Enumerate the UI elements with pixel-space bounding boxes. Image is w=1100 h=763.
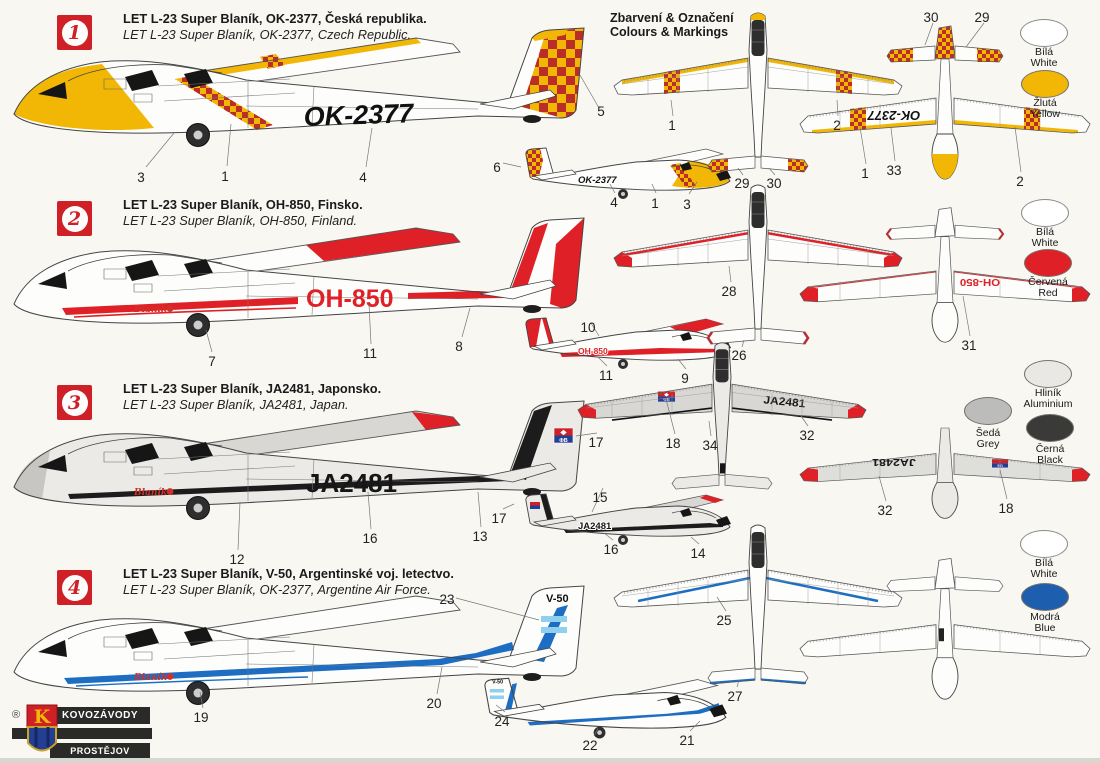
- side-profile-scheme-1: OK-2377: [13, 27, 585, 147]
- registration-text: V-50: [546, 593, 569, 605]
- registration-text-small: OH-850: [578, 346, 608, 356]
- bottom-view-scheme-3: ΦB JA2481: [799, 427, 1091, 519]
- small-side-profile-scheme-3: JA2481: [525, 493, 731, 545]
- registration-text: JA2481: [306, 468, 397, 498]
- top-view-scheme-4: [613, 524, 903, 685]
- wing-registration-text: JA2481: [763, 395, 807, 411]
- registration-text-reversed: JA2481: [872, 457, 916, 468]
- nose-script-logo: Blaník: [133, 304, 167, 315]
- nose-script-logo: Blaník: [133, 487, 167, 498]
- tail-badge-text: ΦB: [559, 438, 568, 444]
- registration-text: OK-2377: [303, 98, 416, 132]
- top-view-scheme-3: ΦB JA2481: [577, 342, 867, 490]
- top-view-scheme-1: [613, 12, 903, 173]
- registration-text-small: JA2481: [578, 521, 612, 532]
- small-side-profile-scheme-1: OK-2377: [525, 147, 731, 199]
- small-side-profile-scheme-2: OH-850: [525, 317, 731, 369]
- wing-badge-text: ΦB: [663, 397, 670, 402]
- top-view-scheme-2: [613, 184, 903, 345]
- bottom-view-scheme-1: OK-2377: [799, 25, 1091, 180]
- nose-script-logo: Blaník: [133, 672, 167, 683]
- registration-text-reversed: OH-850: [960, 276, 1000, 287]
- bottom-view-scheme-4: [799, 557, 1091, 700]
- registration-text: OH-850: [306, 285, 394, 313]
- registration-text-small: V-50: [492, 680, 503, 686]
- registration-text-small: OK-2377: [578, 175, 617, 186]
- callout-leader-lines: [145, 22, 1022, 737]
- registration-text-reversed: OK-2377: [867, 108, 921, 123]
- bottom-view-scheme-2: OH-850: [799, 207, 1091, 343]
- wing-badge-text: ΦB: [997, 464, 1003, 468]
- small-side-profile-scheme-4: V-50: [484, 677, 727, 739]
